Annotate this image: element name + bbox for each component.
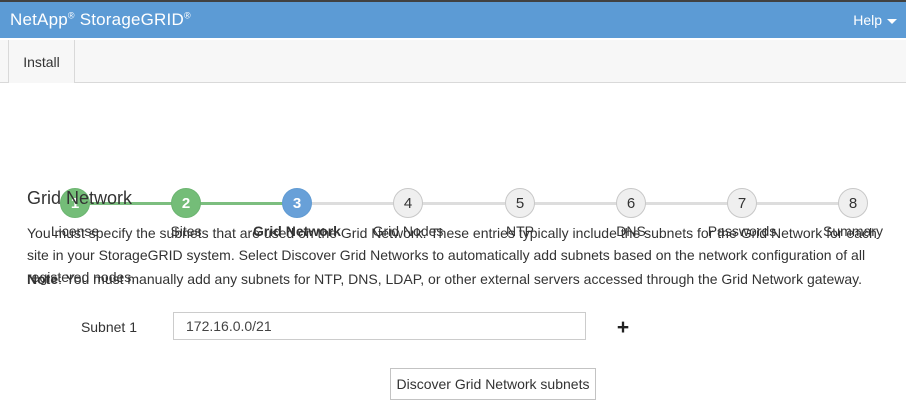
help-menu[interactable]: Help (853, 2, 897, 38)
stepper-connector-2-3 (200, 202, 283, 205)
step-label-sites: Sites (170, 223, 202, 239)
step-number: 5 (515, 194, 525, 212)
step-label-dns: DNS (616, 223, 646, 239)
registered-mark-icon: ® (183, 10, 191, 21)
subnet-1-input[interactable] (173, 312, 586, 340)
step-circle-dns[interactable]: 6 (616, 188, 646, 218)
stepper-connector-6-7 (645, 202, 728, 205)
step-number: 1 (70, 194, 80, 212)
stepper-connector-3-4 (311, 202, 394, 205)
step-number: 7 (737, 194, 747, 212)
step-circle-passwords[interactable]: 7 (727, 188, 757, 218)
step-label-passwords: Passwords (707, 223, 777, 239)
discover-grid-network-subnets-button[interactable]: Discover Grid Network subnets (390, 368, 596, 400)
step-number: 3 (292, 194, 302, 212)
step-label-grid-network: Grid Network (253, 223, 341, 239)
brand-storagegrid: StorageGRID (79, 10, 184, 29)
note-body: : You must manually add any subnets for … (58, 271, 862, 287)
add-subnet-button[interactable]: + (612, 317, 634, 339)
description-text: You must specify the subnets that are us… (27, 225, 877, 285)
stepper-connector-5-6 (534, 202, 617, 205)
plus-icon: + (616, 316, 630, 339)
step-circle-summary[interactable]: 8 (838, 188, 868, 218)
page-title: Grid Network (27, 188, 133, 208)
app-header: NetApp® StorageGRID® Help (0, 0, 906, 38)
step-number: 8 (848, 194, 858, 212)
chevron-down-icon (887, 18, 897, 24)
tab-bar: Install (0, 40, 906, 83)
step-circle-license[interactable]: 1 (60, 188, 90, 218)
step-label-license: License (50, 223, 100, 239)
tab-install-label: Install (23, 53, 60, 70)
step-label-grid-nodes: Grid Nodes (372, 223, 444, 239)
step-number: 6 (626, 194, 636, 212)
stepper-connector-4-5 (422, 202, 505, 205)
step-circle-grid-nodes[interactable]: 4 (393, 188, 423, 218)
registered-mark-icon: ® (67, 10, 75, 21)
step-label-summary: Summary (823, 223, 883, 239)
wizard-stepper: 1 2 3 4 5 6 7 8 License Sites Grid Netwo… (0, 83, 906, 239)
step-circle-sites[interactable]: 2 (171, 188, 201, 218)
tab-install[interactable]: Install (8, 40, 75, 83)
brand-netapp: NetApp (10, 10, 68, 29)
step-circle-grid-network[interactable]: 3 (282, 188, 312, 218)
note-text: Note: You must manually add any subnets … (27, 271, 893, 287)
step-circle-ntp[interactable]: 5 (505, 188, 535, 218)
stepper-connector-7-8 (756, 202, 839, 205)
help-menu-label: Help (853, 12, 882, 28)
step-label-ntp: NTP (506, 223, 534, 239)
step-number: 2 (181, 194, 191, 212)
subnet-1-label: Subnet 1 (80, 319, 137, 335)
note-label: Note (27, 271, 59, 287)
stepper-connector-1-2 (89, 202, 172, 205)
brand-title: NetApp® StorageGRID® (10, 10, 191, 30)
step-number: 4 (403, 194, 413, 212)
